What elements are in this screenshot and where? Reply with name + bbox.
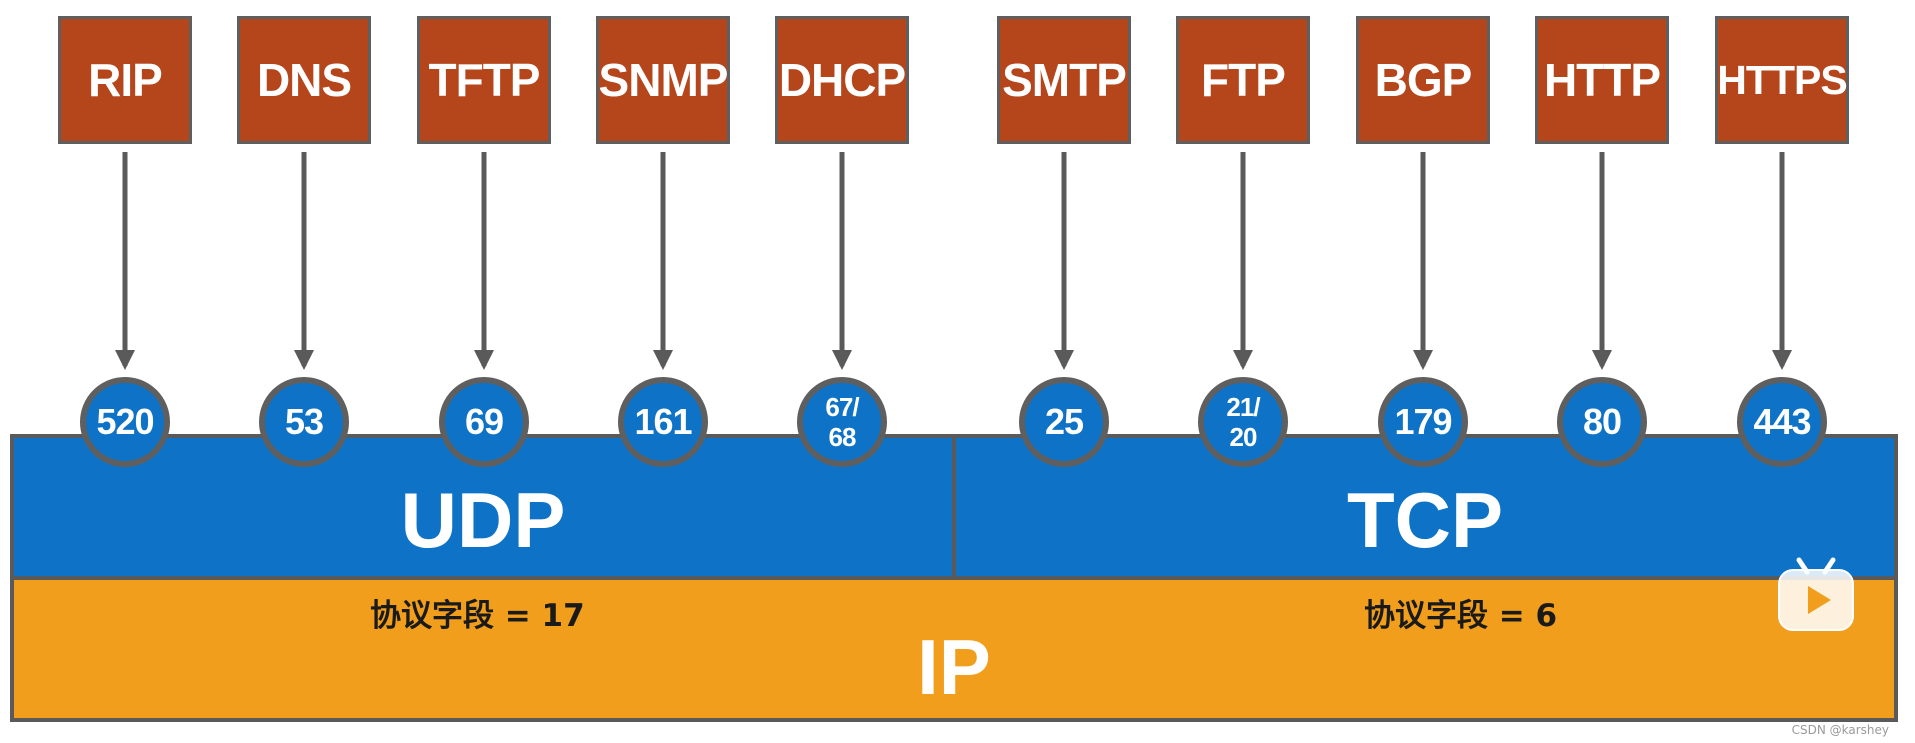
tcp-label: TCP [1347, 475, 1503, 564]
port-circle-https: 443 [1737, 377, 1827, 467]
port-circle-smtp: 25 [1019, 377, 1109, 467]
protocol-box-tftp: TFTP [417, 16, 551, 144]
protocol-box-rip: RIP [58, 16, 192, 144]
port-circle-ftp: 21/ 20 [1198, 377, 1288, 467]
watermark: CSDN @karshey [1791, 723, 1889, 737]
protocol-box-http: HTTP [1535, 16, 1669, 144]
bilibili-tv-icon[interactable] [1775, 556, 1857, 634]
tcp-layer: TCP [952, 434, 1898, 580]
tcp-protocol-field: 协议字段 = 6 [1364, 598, 1558, 634]
port-circle-tftp: 69 [439, 377, 529, 467]
protocol-box-ftp: FTP [1176, 16, 1310, 144]
udp-label: UDP [400, 475, 566, 564]
ip-label: IP [917, 622, 991, 711]
port-circle-http: 80 [1557, 377, 1647, 467]
protocol-box-dns: DNS [237, 16, 371, 144]
port-circle-snmp: 161 [618, 377, 708, 467]
ip-layer: IP [10, 576, 1898, 722]
port-circle-bgp: 179 [1378, 377, 1468, 467]
protocol-box-bgp: BGP [1356, 16, 1490, 144]
udp-protocol-field: 协议字段 = 17 [370, 598, 585, 634]
port-circle-dhcp: 67/ 68 [797, 377, 887, 467]
protocol-box-https: HTTPS [1715, 16, 1849, 144]
protocol-box-smtp: SMTP [997, 16, 1131, 144]
protocol-box-dhcp: DHCP [775, 16, 909, 144]
port-circle-dns: 53 [259, 377, 349, 467]
protocol-box-snmp: SNMP [596, 16, 730, 144]
port-circle-rip: 520 [80, 377, 170, 467]
